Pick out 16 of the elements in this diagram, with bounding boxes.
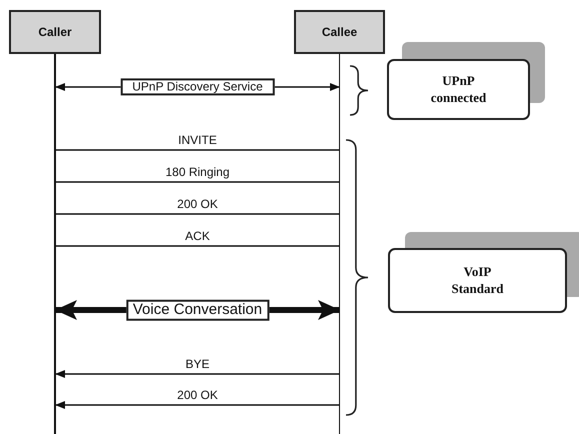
edge-label: UPnP Discovery Service: [120, 78, 275, 96]
message-arrow: [55, 401, 340, 409]
node-text: VoIP Standard: [450, 264, 505, 297]
edge-label: Voice Conversation: [126, 300, 270, 320]
node-text: Caller: [38, 25, 72, 39]
node-text: UPnP connected: [430, 73, 488, 106]
edge-label: 200 OK: [177, 388, 218, 402]
edge-label: 180 Ringing: [165, 165, 230, 179]
note-box: [388, 248, 567, 313]
edge-label: INVITE: [178, 133, 217, 147]
note-box: [387, 59, 530, 120]
edge-label: 200 OK: [177, 197, 218, 211]
edge-label: BYE: [186, 357, 210, 371]
message-arrow: [55, 370, 340, 378]
edge-label: ACK: [185, 229, 210, 243]
node-text: Callee: [322, 25, 358, 39]
